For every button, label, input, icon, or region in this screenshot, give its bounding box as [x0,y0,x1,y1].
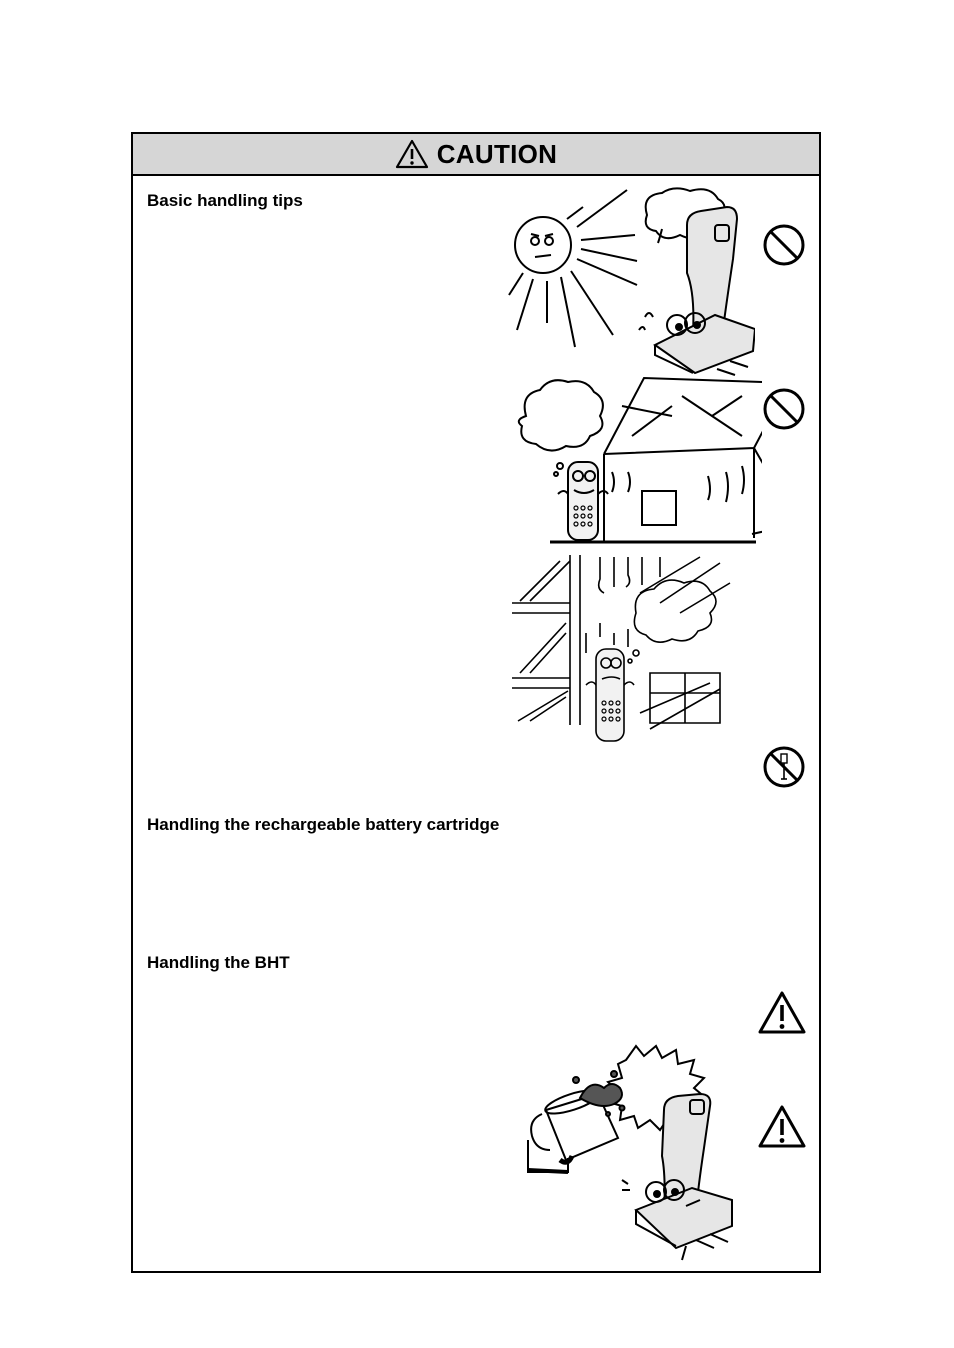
prohibited-icon [763,224,805,266]
prohibited-icon [763,388,805,430]
cold-storage-illustration [512,555,731,742]
liquid-spill-illustration [527,1044,733,1261]
no-disassembly-icon [763,746,805,788]
warning-triangle-icon [758,991,806,1034]
caution-title: CAUTION [436,138,558,169]
warning-triangle-icon [758,1105,806,1148]
caution-box: CAUTION [131,132,821,1273]
section-heading-battery-cartridge: Handling the rechargeable battery cartri… [147,815,500,834]
caution-header: CAUTION [133,134,819,176]
greenhouse-illustration [517,376,762,544]
section-heading-basic-handling: Basic handling tips [147,191,303,210]
section-heading-bht: Handling the BHT [147,953,290,972]
sun-heat-illustration [508,187,755,376]
warning-triangle-icon [395,139,428,169]
